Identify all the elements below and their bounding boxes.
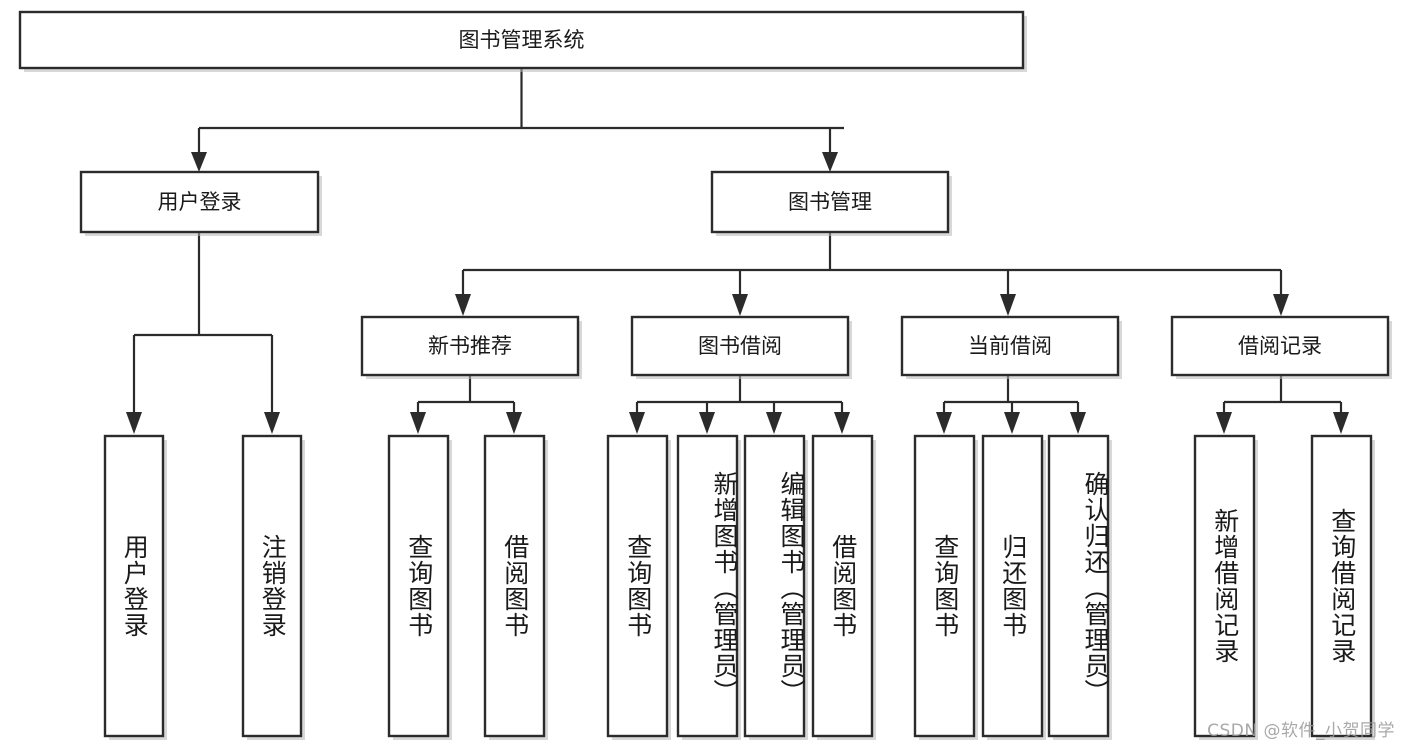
node-leaf-br-query-record-box[interactable] — [1310, 434, 1373, 738]
arrowhead-ul-l1 — [126, 412, 142, 434]
node-book-mgmt-label: 图书管理 — [788, 190, 872, 214]
arrowhead-cb-l3 — [1070, 412, 1086, 434]
arrowhead-book-mgmt — [822, 152, 838, 172]
node-current-borrow-label: 当前借阅 — [968, 334, 1052, 358]
node-new-book-rec-box[interactable] — [360, 315, 580, 377]
node-leaf-bb-add-book-box[interactable] — [676, 434, 739, 738]
arrowhead-bb-l3 — [766, 412, 782, 434]
arrowhead-new-book-rec — [455, 294, 471, 316]
arrowhead-bb-l4 — [834, 412, 850, 434]
arrowhead-borrow-record — [1273, 294, 1289, 316]
connector-group-new-book-rec — [410, 375, 522, 434]
node-leaf-cb-confirm-return-box[interactable] — [1047, 434, 1110, 738]
arrowhead-cb-l1 — [936, 412, 952, 434]
node-leaf-nbr-query-book-box[interactable] — [387, 434, 450, 738]
arrowhead-nbr-l2 — [506, 412, 522, 434]
node-new-book-rec-label: 新书推荐 — [428, 334, 512, 358]
node-leaf-bb-edit-book-box[interactable] — [743, 434, 806, 738]
node-borrow-record-label: 借阅记录 — [1238, 334, 1322, 358]
arrowhead-ul-l2 — [264, 412, 280, 434]
connector-group-root — [191, 68, 844, 172]
connector-group-current-borrow — [936, 375, 1086, 434]
node-leaf-cb-query-book-box[interactable] — [913, 434, 976, 738]
connector-group-borrow-record — [1216, 375, 1349, 434]
connector-group-book-borrow — [629, 375, 850, 434]
node-leaf-br-add-record-box[interactable] — [1193, 434, 1256, 738]
node-current-borrow-box[interactable] — [900, 315, 1120, 377]
node-leaf-logout-box[interactable] — [241, 434, 303, 738]
connector-group-user-login — [126, 232, 280, 434]
arrowhead-cb-l2 — [1004, 412, 1020, 434]
node-leaf-bb-query-book-box[interactable] — [606, 434, 669, 738]
node-user-login-label: 用户登录 — [158, 190, 242, 214]
node-root-label: 图书管理系统 — [459, 28, 585, 52]
arrowhead-nbr-l1 — [410, 412, 426, 434]
arrowhead-book-borrow — [732, 294, 748, 316]
node-book-mgmt-box[interactable] — [710, 170, 950, 234]
node-user-login-box[interactable] — [79, 170, 320, 234]
csdn-watermark: CSDN @软件_小贺同学 — [1207, 721, 1395, 741]
arrowhead-bb-l2 — [699, 412, 715, 434]
node-book-borrow-box[interactable] — [630, 315, 850, 377]
connector-group-book-mgmt — [455, 232, 1289, 316]
node-leaf-bb-borrow-book-box[interactable] — [811, 434, 874, 738]
arrowhead-current-borrow — [1000, 294, 1016, 316]
node-leaf-nbr-borrow-book-box[interactable] — [483, 434, 546, 738]
node-root-box[interactable] — [18, 10, 1025, 70]
arrowhead-user-login — [191, 152, 207, 172]
node-leaf-user-login-box[interactable] — [103, 434, 165, 738]
arrowhead-bb-l1 — [629, 412, 645, 434]
node-borrow-record-box[interactable] — [1170, 315, 1390, 377]
node-leaf-cb-return-book-box[interactable] — [981, 434, 1044, 738]
arrowhead-br-l1 — [1216, 412, 1232, 434]
arrowhead-br-l2 — [1333, 412, 1349, 434]
node-book-borrow-label: 图书借阅 — [698, 334, 782, 358]
